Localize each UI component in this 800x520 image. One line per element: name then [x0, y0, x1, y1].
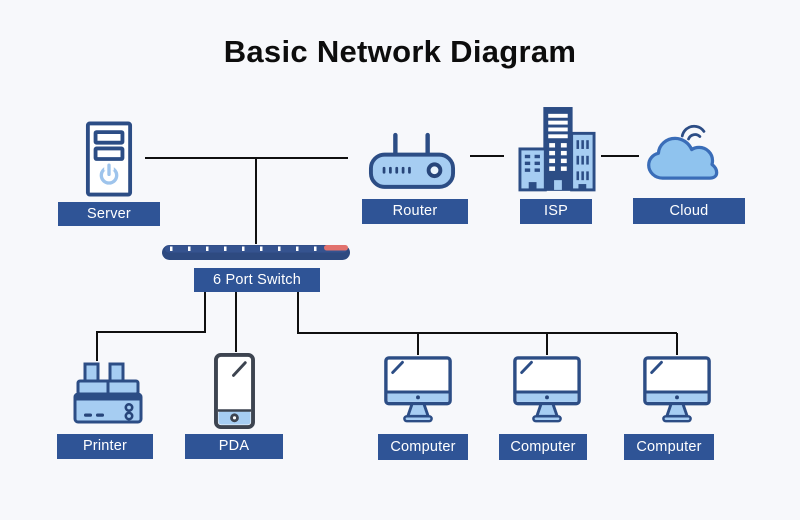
computer-icon — [643, 356, 711, 423]
isp-label: ISP — [520, 199, 592, 224]
printer-label: Printer — [57, 434, 153, 459]
printer-icon — [73, 362, 143, 424]
cloud-label: Cloud — [633, 198, 745, 224]
edge-switch-computers — [297, 292, 677, 334]
server-label: Server — [58, 202, 160, 226]
diagram-title: Basic Network Diagram — [223, 34, 577, 69]
switch-label: 6 Port Switch — [194, 268, 320, 292]
server-icon — [85, 121, 133, 197]
router-label: Router — [362, 199, 468, 224]
cloud-icon — [647, 124, 719, 180]
computer3-label: Computer — [624, 434, 714, 460]
wifi-signal-icon — [680, 124, 706, 138]
pda-label: PDA — [185, 434, 283, 459]
edge-switch-printer — [96, 292, 206, 361]
switch-icon — [162, 245, 350, 260]
computer-icon — [384, 356, 452, 423]
pda-icon — [214, 352, 255, 430]
computer1-label: Computer — [378, 434, 468, 460]
isp-icon — [518, 107, 596, 192]
computer2-label: Computer — [499, 434, 587, 460]
router-icon — [368, 132, 456, 189]
computer-icon — [513, 356, 581, 423]
